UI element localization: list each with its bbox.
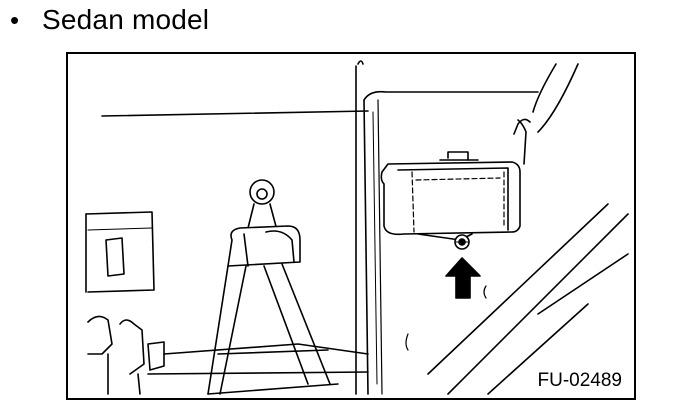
arrow-up-icon — [445, 257, 487, 299]
bolt-icon — [454, 234, 470, 250]
module-box — [380, 151, 521, 241]
section-heading: • Sedan model — [10, 0, 209, 40]
illustration-frame: FU-02489 — [66, 52, 636, 400]
left-bracket — [85, 211, 155, 293]
bullet-icon: • — [10, 5, 20, 35]
trim-line — [101, 110, 369, 117]
pillar-panel — [355, 60, 629, 395]
heading-title: Sedan model — [42, 4, 210, 35]
figure-code-label: FU-02489 — [535, 370, 624, 392]
line-drawing-illustration — [85, 60, 629, 395]
lower-mechanism — [87, 315, 369, 395]
jack-tool — [207, 179, 339, 395]
